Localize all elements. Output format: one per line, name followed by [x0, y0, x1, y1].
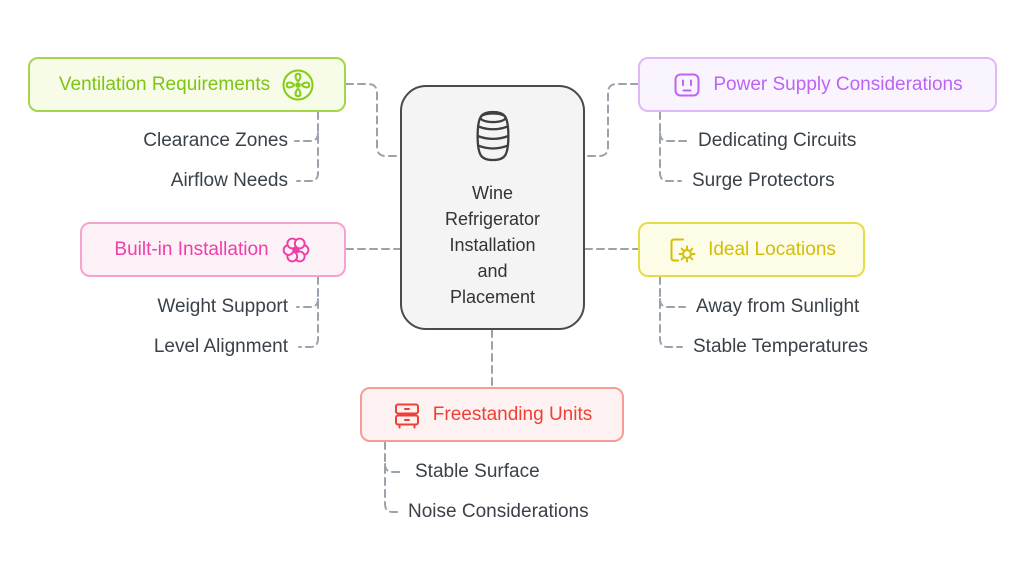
node-ideal-locations: Ideal Locations — [638, 222, 865, 277]
connector-power-child2 — [659, 111, 682, 182]
node-ventilation-label: Ventilation Requirements — [58, 73, 271, 95]
subitem-dedicating-circuits: Dedicating Circuits — [698, 130, 857, 151]
subitem-clearance-zones: Clearance Zones — [143, 130, 288, 151]
node-freestanding-label: Freestanding Units — [432, 403, 593, 425]
drawer-cabinet-icon — [392, 400, 422, 430]
connector-ideal-child1 — [659, 298, 686, 308]
center-title: Wine Refrigerator Installation and Place… — [444, 183, 541, 307]
connector-ventilation-center — [345, 83, 401, 157]
flower-gear-icon — [280, 234, 312, 266]
node-ideal-label: Ideal Locations — [708, 238, 836, 260]
subitem-noise-considerations: Noise Considerations — [408, 501, 589, 522]
connector-builtin-child2 — [298, 276, 319, 348]
fan-icon — [281, 68, 315, 102]
subitem-stable-surface: Stable Surface — [415, 461, 540, 482]
connector-ventilation-child1 — [294, 132, 319, 142]
node-built-in-installation: Built-in Installation — [80, 222, 346, 277]
connector-power-center — [584, 83, 639, 157]
subitem-stable-temperatures: Stable Temperatures — [693, 336, 868, 357]
subitem-level-alignment: Level Alignment — [153, 336, 288, 357]
connector-power-child1 — [659, 132, 688, 142]
power-outlet-icon — [672, 70, 702, 100]
node-power-label: Power Supply Considerations — [713, 73, 963, 95]
connector-freestanding-child2 — [384, 441, 398, 513]
connector-freestanding-child1 — [384, 463, 405, 473]
subitem-weight-support: Weight Support — [157, 296, 288, 317]
center-node: Wine Refrigerator Installation and Place… — [400, 85, 585, 330]
subitem-surge-protectors: Surge Protectors — [692, 170, 835, 191]
sun-location-icon — [667, 235, 697, 265]
node-power-supply-considerations: Power Supply Considerations — [638, 57, 997, 112]
connector-ideal-child2 — [659, 276, 683, 348]
subitem-away-from-sunlight: Away from Sunlight — [696, 296, 860, 317]
connector-builtin-child1 — [296, 298, 319, 308]
node-freestanding-units: Freestanding Units — [360, 387, 624, 442]
node-builtin-label: Built-in Installation — [114, 238, 269, 260]
node-ventilation-requirements: Ventilation Requirements — [28, 57, 346, 112]
wine-barrel-icon — [469, 109, 517, 168]
connector-ventilation-child2 — [296, 111, 319, 182]
subitem-airflow-needs: Airflow Needs — [170, 170, 288, 191]
